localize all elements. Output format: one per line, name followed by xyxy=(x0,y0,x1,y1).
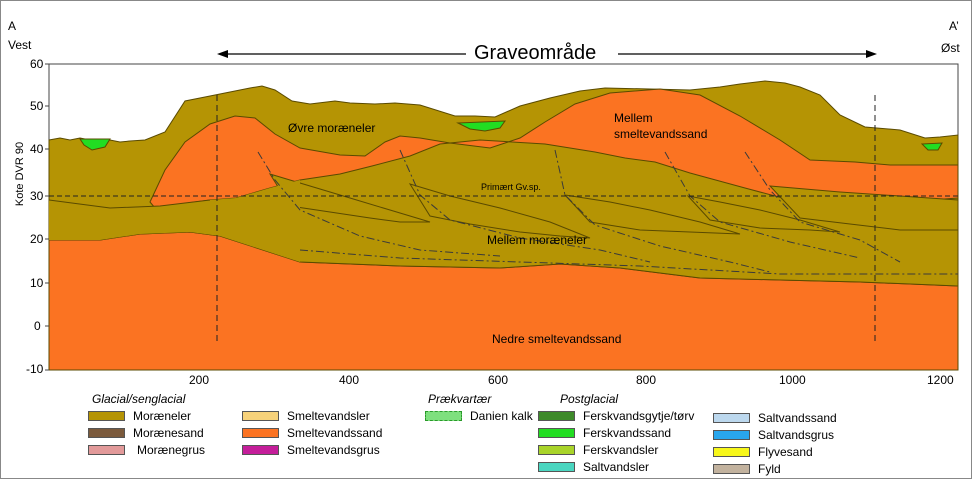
legend-swatch xyxy=(713,430,750,440)
x-tick-label: 400 xyxy=(339,373,359,387)
legend-item: Smeltevandsgrus xyxy=(242,443,380,457)
legend-swatch xyxy=(242,411,279,421)
geology-layers xyxy=(49,81,958,370)
legend-swatch xyxy=(425,411,462,421)
legend-swatch xyxy=(242,428,279,438)
y-tick-label: 0 xyxy=(34,319,41,333)
legend-swatch xyxy=(713,413,750,423)
legend-swatch xyxy=(713,447,750,457)
legend-item: Smeltevandsler xyxy=(242,409,370,423)
legend-swatch xyxy=(713,464,750,474)
legend-item: Fyld xyxy=(713,462,781,476)
legend-swatch xyxy=(538,428,575,438)
legend-label: Flyvesand xyxy=(758,445,813,459)
y-tick-label: 30 xyxy=(30,189,43,203)
legend-label: Smeltevandssand xyxy=(287,426,382,440)
legend-label: Danien kalk xyxy=(470,409,533,423)
legend-label: Saltvandssand xyxy=(758,411,837,425)
y-tick-label: 60 xyxy=(30,57,43,71)
y-tick-label: 50 xyxy=(30,99,43,113)
excavation-area-label: Graveområde xyxy=(474,42,596,65)
legend-item: Morænesand xyxy=(88,426,204,440)
y-tick-label: -10 xyxy=(26,362,43,376)
legend-swatch xyxy=(242,445,279,455)
legend-item: Morænegrus xyxy=(88,443,205,457)
legend-swatch xyxy=(88,445,125,455)
legend-label: Moræneler xyxy=(133,409,191,423)
legend-postglacial-heading: Postglacial xyxy=(560,392,618,406)
middle-sand-label-line1: Mellem xyxy=(614,111,653,125)
lower-sand-label: Nedre smeltevandssand xyxy=(492,332,621,346)
section-start-label: A xyxy=(8,19,16,33)
legend-prequaternary-heading: Prækvartær xyxy=(428,392,491,406)
legend-label: Smeltevandsgrus xyxy=(287,443,380,457)
legend-item: Smeltevandssand xyxy=(242,426,382,440)
east-direction-label: Øst xyxy=(941,41,960,55)
y-tick-label: 40 xyxy=(30,142,43,156)
legend-item: Moræneler xyxy=(88,409,191,423)
legend-swatch xyxy=(88,428,125,438)
legend-item: Saltvandsgrus xyxy=(713,428,834,442)
west-direction-label: Vest xyxy=(8,38,31,52)
legend-label: Morænegrus xyxy=(137,443,205,457)
legend-glacial-heading: Glacial/senglacial xyxy=(92,392,185,406)
groundwater-label: Primært Gv.sp. xyxy=(481,182,541,192)
x-tick-label: 600 xyxy=(488,373,508,387)
legend-label: Ferskvandssand xyxy=(583,426,671,440)
legend-label: Saltvandsler xyxy=(583,460,649,474)
legend-item: Saltvandssand xyxy=(713,411,837,425)
x-tick-label: 800 xyxy=(636,373,656,387)
y-axis-label: Kote DVR 90 xyxy=(14,134,26,214)
legend-label: Ferskvandsgytje/tørv xyxy=(583,409,694,423)
middle-till-label: Mellem moræneler xyxy=(487,233,587,247)
legend-item: Ferskvandsgytje/tørv xyxy=(538,409,694,423)
middle-sand-label-line2: smeltevandssand xyxy=(614,127,707,141)
upper-till-label: Øvre moræneler xyxy=(288,121,375,135)
x-tick-label: 1200 xyxy=(927,373,954,387)
legend-item: Saltvandsler xyxy=(538,460,649,474)
legend-swatch xyxy=(538,462,575,472)
y-tick-label: 10 xyxy=(30,276,43,290)
legend-item: Flyvesand xyxy=(713,445,813,459)
y-tick-label: 20 xyxy=(30,232,43,246)
y-axis-ticks xyxy=(45,64,49,370)
section-end-label: A’ xyxy=(949,19,959,33)
legend-swatch xyxy=(88,411,125,421)
x-tick-label: 200 xyxy=(189,373,209,387)
legend-label: Morænesand xyxy=(133,426,204,440)
legend-label: Fyld xyxy=(758,462,781,476)
legend-label: Ferskvandsler xyxy=(583,443,658,457)
legend-item: Danien kalk xyxy=(425,409,533,423)
legend-item: Ferskvandsler xyxy=(538,443,658,457)
x-tick-label: 1000 xyxy=(779,373,806,387)
legend-swatch xyxy=(538,411,575,421)
arrow-left-head-icon xyxy=(217,50,228,58)
arrow-right-head-icon xyxy=(866,50,877,58)
legend-label: Smeltevandsler xyxy=(287,409,370,423)
legend-item: Ferskvandssand xyxy=(538,426,671,440)
legend-swatch xyxy=(538,445,575,455)
legend-label: Saltvandsgrus xyxy=(758,428,834,442)
